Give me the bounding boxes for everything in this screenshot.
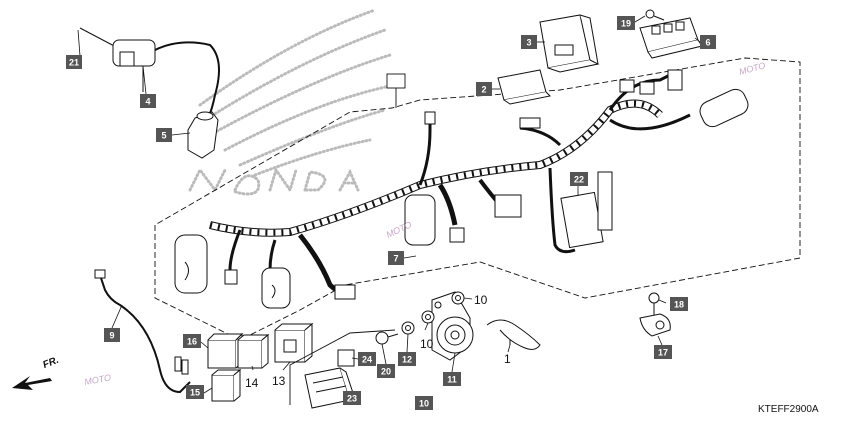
svg-text:7: 7 bbox=[393, 254, 398, 264]
screw-18 bbox=[648, 292, 660, 315]
svg-text:15: 15 bbox=[190, 388, 200, 398]
cdi-rubber-mount bbox=[497, 69, 552, 105]
watermark-bottom-left: MOTO bbox=[84, 372, 112, 387]
callout-22: 22 bbox=[570, 172, 588, 186]
wire-band bbox=[486, 319, 541, 350]
svg-text:17: 17 bbox=[658, 348, 668, 358]
nut-10-upper bbox=[451, 291, 465, 305]
svg-text:4: 4 bbox=[145, 97, 150, 107]
callout-3: 3 bbox=[521, 35, 537, 49]
harness-parts bbox=[174, 69, 749, 309]
turn-signal-relay bbox=[211, 368, 242, 402]
kit-reference-box bbox=[386, 73, 406, 89]
horn bbox=[431, 291, 474, 361]
callout-21: 21 bbox=[66, 55, 82, 69]
clamp-17 bbox=[639, 313, 671, 337]
svg-text:5: 5 bbox=[161, 131, 166, 141]
starter-relay bbox=[207, 332, 244, 369]
callout-15: 15 bbox=[186, 385, 204, 399]
callout-18: 18 bbox=[670, 297, 688, 311]
ignition-coil bbox=[79, 27, 220, 119]
callout-7: 7 bbox=[388, 251, 404, 265]
label-10-middle: 10 bbox=[420, 337, 434, 351]
bolt-19 bbox=[645, 9, 665, 21]
callout-17: 17 bbox=[654, 345, 672, 359]
callout-5: 5 bbox=[156, 128, 172, 142]
svg-text:22: 22 bbox=[574, 175, 584, 185]
svg-text:24: 24 bbox=[362, 355, 372, 365]
front-label: FR. bbox=[41, 355, 60, 371]
label-13: 13 bbox=[272, 374, 286, 388]
svg-text:16: 16 bbox=[187, 337, 197, 347]
cdi-unit bbox=[539, 14, 600, 73]
svg-text:12: 12 bbox=[402, 355, 412, 365]
callout-6: 6 bbox=[700, 35, 716, 49]
relay-14 bbox=[237, 333, 270, 369]
callout-12: 12 bbox=[398, 352, 416, 366]
diagram-code: KTEFF2900A bbox=[758, 404, 819, 415]
callout-24: 24 bbox=[358, 352, 376, 366]
svg-text:23: 23 bbox=[347, 394, 357, 404]
svg-text:20: 20 bbox=[381, 367, 391, 377]
callout-10: 10 bbox=[415, 396, 433, 410]
watermark-top-right: MOTO bbox=[738, 60, 767, 77]
svg-text:10: 10 bbox=[419, 399, 429, 409]
callout-23: 23 bbox=[343, 391, 361, 405]
callout-20: 20 bbox=[377, 364, 395, 378]
svg-text:18: 18 bbox=[674, 300, 684, 310]
wire-harness-kit-boundary bbox=[154, 57, 801, 341]
svg-text:9: 9 bbox=[109, 331, 114, 341]
label-1: 1 bbox=[504, 352, 511, 366]
nut-10-middle bbox=[421, 310, 435, 324]
honda-wing-logo bbox=[188, 8, 397, 196]
main-wire-harness bbox=[209, 73, 691, 295]
svg-text:2: 2 bbox=[481, 85, 486, 95]
battery-lead bbox=[94, 269, 191, 394]
spark-plug-cap bbox=[187, 111, 219, 159]
callout-4: 4 bbox=[140, 94, 156, 108]
svg-text:11: 11 bbox=[447, 375, 457, 385]
sub-assembly-lines bbox=[289, 329, 396, 405]
label-14: 14 bbox=[245, 376, 259, 390]
svg-text:6: 6 bbox=[705, 38, 710, 48]
label-10-upper: 10 bbox=[474, 293, 488, 307]
svg-text:21: 21 bbox=[69, 58, 79, 68]
callout-19: 19 bbox=[617, 16, 635, 30]
callout-11: 11 bbox=[443, 372, 461, 386]
connector-24 bbox=[337, 349, 355, 367]
washer-12 bbox=[401, 321, 415, 335]
front-direction-arrow: FR. bbox=[12, 355, 60, 390]
callout-9: 9 bbox=[104, 328, 120, 342]
relay-13 bbox=[274, 322, 314, 363]
svg-text:3: 3 bbox=[526, 38, 531, 48]
bolt-20 bbox=[375, 331, 399, 345]
callout-16: 16 bbox=[183, 334, 201, 348]
svg-text:19: 19 bbox=[621, 19, 631, 29]
regulator-rectifier bbox=[639, 17, 703, 59]
callout-2: 2 bbox=[476, 82, 492, 96]
